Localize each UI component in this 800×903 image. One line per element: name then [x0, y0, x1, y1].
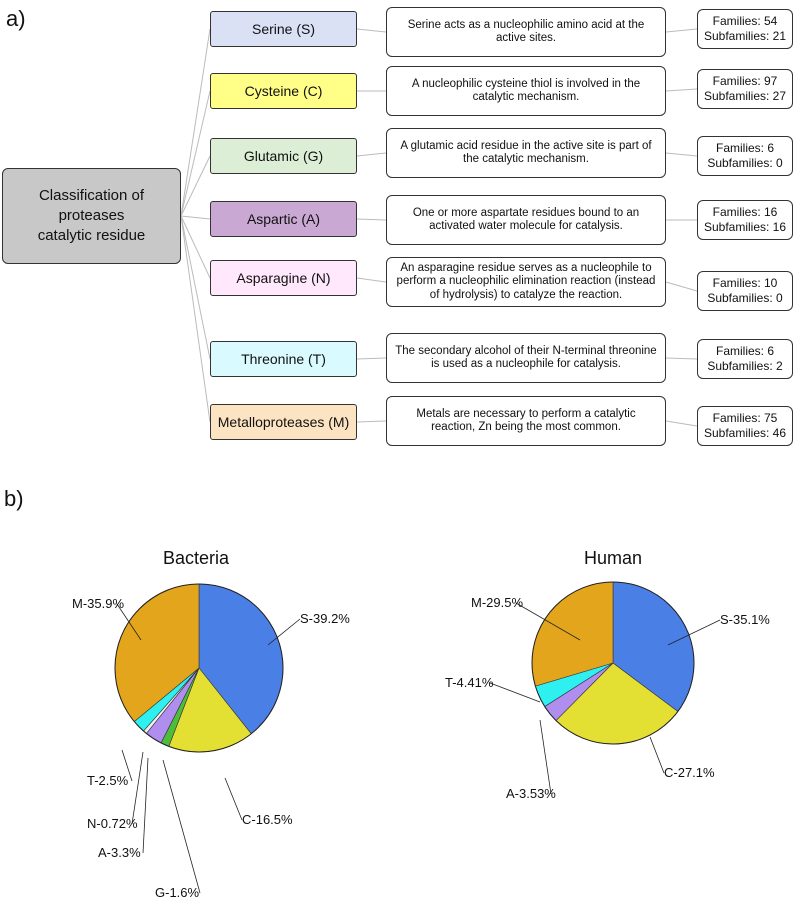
subfamilies-count-serine: Subfamilies: 21 — [703, 29, 787, 43]
root-line-3: catalytic residue — [37, 227, 146, 244]
families-count-serine: Families: 54 — [712, 14, 778, 28]
panel-a-label: a) — [6, 6, 26, 31]
families-count-asparagine: Families: 10 — [712, 276, 778, 290]
families-count-cysteine: Families: 97 — [712, 74, 778, 88]
subfamilies-count-cysteine: Subfamilies: 27 — [703, 89, 787, 103]
bacteria-label-n: N-0.72% — [87, 816, 138, 831]
root-to-glutamic-connector — [180, 155, 211, 217]
human-label-c: C-27.1% — [664, 765, 715, 780]
human-leader-s — [667, 619, 721, 646]
bacteria-chart-title: Bacteria — [162, 548, 230, 568]
root-to-threonine-connector — [180, 215, 211, 360]
human-label-a: A-3.53% — [506, 786, 556, 801]
asparagine-to-counts-connector — [665, 281, 698, 292]
bacteria-label-a: A-3.3% — [98, 845, 141, 860]
description-box-serine: Serine acts as a nucleophilic amino acid… — [386, 7, 666, 57]
families-count-glutamic: Families: 6 — [715, 141, 774, 155]
description-box-aspartic: One or more aspartate residues bound to … — [386, 195, 666, 245]
classification-root-box: Classification of proteases catalytic re… — [2, 168, 181, 264]
description-box-glutamic: A glutamic acid residue in the active si… — [386, 128, 666, 178]
human-label-m: M-29.5% — [471, 595, 524, 610]
threonine-to-counts-connector — [665, 357, 698, 360]
class-box-metalloproteases: Metalloproteases (M) — [210, 404, 357, 440]
root-to-aspartic-connector — [180, 215, 211, 220]
description-box-threonine: The secondary alcohol of their N-termina… — [386, 333, 666, 383]
root-to-metalloproteases-connector — [180, 215, 211, 423]
metalloproteases-to-counts-connector — [665, 420, 698, 427]
aspartic-to-description-connector — [356, 218, 387, 221]
serine-to-counts-connector — [665, 28, 698, 33]
subfamilies-count-metalloproteases: Subfamilies: 46 — [703, 426, 787, 440]
subfamilies-count-glutamic: Subfamilies: 0 — [707, 156, 783, 170]
bacteria-pie-outline — [114, 583, 284, 753]
human-leader-c — [649, 736, 665, 774]
human-label-t: T-4.41% — [445, 675, 494, 690]
human-pie-outline — [531, 581, 695, 745]
subfamilies-count-threonine: Subfamilies: 2 — [707, 359, 783, 373]
class-box-cysteine: Cysteine (C) — [210, 73, 357, 109]
panel-b-label: b) — [4, 486, 24, 511]
class-box-aspartic: Aspartic (A) — [210, 201, 357, 237]
bacteria-label-g: G-1.6% — [155, 885, 200, 900]
subfamilies-count-aspartic: Subfamilies: 16 — [703, 220, 787, 234]
human-label-s: S-35.1% — [720, 612, 770, 627]
bacteria-leader-c — [224, 777, 243, 821]
bacteria-label-s: S-39.2% — [300, 611, 350, 626]
root-to-cysteine-connector — [180, 90, 211, 217]
root-line-2: proteases — [58, 207, 125, 224]
asparagine-to-description-connector — [356, 277, 387, 283]
bacteria-leader-n — [131, 751, 144, 825]
bacteria-leader-a — [142, 757, 149, 854]
subfamilies-count-asparagine: Subfamilies: 0 — [707, 291, 783, 305]
root-line-1: Classification of — [38, 187, 145, 204]
class-box-threonine: Threonine (T) — [210, 341, 357, 377]
bacteria-label-m: M-35.9% — [72, 596, 125, 611]
description-box-asparagine: An asparagine residue serves as a nucleo… — [386, 257, 666, 307]
description-box-metalloproteases: Metals are necessary to perform a cataly… — [386, 396, 666, 446]
families-count-threonine: Families: 6 — [715, 344, 774, 358]
bacteria-leader-s — [267, 618, 301, 646]
human-leader-t — [489, 682, 541, 703]
bacteria-label-c: C-16.5% — [242, 812, 293, 827]
root-to-asparagine-connector — [180, 215, 211, 279]
threonine-to-description-connector — [356, 357, 387, 360]
bacteria-label-t: T-2.5% — [87, 773, 129, 788]
metalloproteases-to-description-connector — [356, 420, 387, 423]
class-box-serine: Serine (S) — [210, 11, 357, 47]
families-count-metalloproteases: Families: 75 — [712, 411, 778, 425]
class-box-glutamic: Glutamic (G) — [210, 138, 357, 174]
bacteria-leader-g — [162, 759, 201, 894]
cysteine-to-counts-connector — [665, 88, 698, 92]
description-box-cysteine: A nucleophilic cysteine thiol is involve… — [386, 66, 666, 116]
bacteria-leader-t — [121, 749, 133, 782]
glutamic-to-description-connector — [356, 152, 387, 157]
human-chart-title: Human — [583, 548, 643, 568]
root-to-serine-connector — [180, 28, 211, 217]
serine-to-description-connector — [356, 28, 387, 33]
glutamic-to-counts-connector — [665, 152, 698, 157]
class-box-asparagine: Asparagine (N) — [210, 260, 357, 296]
human-leader-a — [539, 719, 552, 795]
families-count-aspartic: Families: 16 — [712, 205, 778, 219]
human-leader-m — [515, 602, 581, 641]
